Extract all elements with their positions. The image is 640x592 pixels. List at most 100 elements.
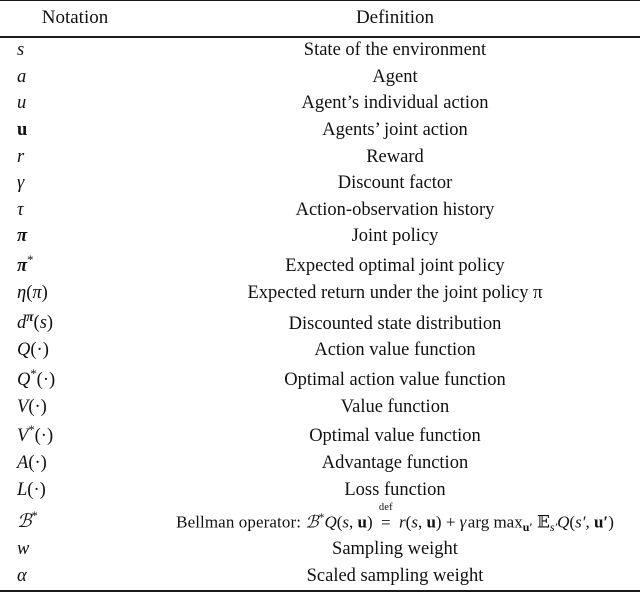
notation-symbol-q-star: Q*(·) [0,365,150,395]
column-header-notation: Notation [41,7,109,28]
notation-symbol-s: s [0,38,150,65]
definition-text: Sampling weight [332,539,458,560]
star-superscript: * [28,423,35,438]
table-row: Q(·) Action value function [0,338,640,365]
table-row: γ Discount factor [0,171,640,198]
cdot-icon: · [33,479,40,500]
comma: , [349,512,358,532]
symbol-A: A [17,452,29,473]
symbol-s-prime: s′ [575,512,586,532]
comma: , [585,512,594,532]
definition-text: Action value function [314,340,476,361]
definition-text: Value function [340,396,450,417]
paren-open: ( [26,282,33,303]
def-label: def [378,502,393,514]
table-row: Q*(·) Optimal action value function [0,365,640,395]
definition-text: Expected optimal joint policy [285,256,505,277]
paren-close: ) [49,369,56,390]
cdot-icon: · [34,452,41,473]
def-equals-operator: def= [377,502,395,533]
symbol-L: L [17,479,28,500]
symbol-eta: η [17,282,27,303]
definition-text: Agent’s individual action [301,93,489,114]
paren-open: ( [405,512,412,532]
definition-text: Discounted state distribution [288,313,502,334]
expectation-symbol: 𝔼 [536,512,550,533]
cdot-icon: · [42,369,50,390]
definition-text: Discount factor [337,173,453,194]
symbol-a: a [17,66,27,87]
paren-open: ( [336,512,343,532]
notation-symbol-a-func: A(·) [0,451,150,478]
definition-text: Expected return under the joint policy π [247,282,543,303]
notation-symbol-v: V(·) [0,394,150,421]
notation-symbol-q: Q(·) [0,338,150,365]
definition-text: Loss function [344,479,446,500]
symbol-r: r [17,146,25,167]
symbol-u: u [17,93,27,114]
definition-text: State of the environment [303,40,487,61]
cdot-icon: · [40,426,47,447]
notation-symbol-eta-pi: η(π) [0,281,150,308]
table-rule-top [0,0,640,1]
notation-symbol-u: u [0,91,150,118]
table-row: s State of the environment [0,38,640,65]
cdot-icon: · [34,396,41,417]
cdot-icon: · [36,340,43,361]
symbol-pi: π [32,282,42,303]
definition-text: Optimal action value function [284,369,506,390]
paren-open: ( [569,512,576,532]
paren-open: ( [27,479,34,500]
paren-close: ) [40,396,47,417]
comma: , [417,512,427,532]
symbol-d: d [17,313,27,334]
paren-close: ) [367,512,373,532]
table-row: r Reward [0,144,640,171]
paren-close: ) [40,452,47,473]
symbol-alpha: α [17,565,27,586]
table-row: η(π) Expected return under the joint pol… [0,281,640,308]
star-superscript: * [27,253,34,267]
paren-close: ) [39,479,46,500]
table-row: π Joint policy [0,224,640,251]
table-header: Notation Definition [0,0,640,39]
table-row: u Agents’ joint action [0,118,640,145]
symbol-w: w [17,539,30,560]
symbol-pi-bold: π [17,256,28,277]
table-row: ℬ* Bellman operator: ℬ*Q(s, u) def= r(s,… [0,502,640,537]
table-row: τ Action-observation history [0,198,640,225]
symbol-pi-bold: π [17,226,28,247]
definition-text: Joint policy [351,226,439,247]
table-row: V(·) Value function [0,394,640,421]
definition-bellman-formula: Bellman operator: ℬ*Q(s, u) def= r(s, u)… [150,502,640,537]
notation-symbol-gamma: γ [0,171,150,198]
table-row: A(·) Advantage function [0,451,640,478]
table-row: u Agent’s individual action [0,91,640,118]
table-row: L(·) Loss function [0,477,640,504]
definition-text: Scaled sampling weight [306,565,484,586]
paren-close: ) [46,313,54,334]
table-body: s State of the environment a Agent u Age… [0,38,640,592]
notation-symbol-pi-bold: π [0,224,150,251]
paren-open: ( [36,369,43,390]
definition-text: Agents’ joint action [322,119,468,140]
paren-open: ( [28,452,35,473]
column-header-definition: Definition [355,7,435,28]
star-superscript: * [31,509,38,524]
symbol-Q: Q [324,512,337,532]
paren-close: ) [608,512,614,532]
star-superscript: * [318,510,325,524]
symbol-Q: Q [557,512,570,532]
notation-symbol-a: a [0,65,150,92]
notation-symbol-d-pi-s: dπ(s) [0,307,150,338]
symbol-s: s [411,512,418,532]
paren-close: ) [46,426,54,447]
symbol-u-bold: u [357,512,367,532]
symbol-cal-B: ℬ [305,512,319,533]
notation-symbol-bellman: ℬ* [0,504,150,537]
symbol-r: r [399,512,406,532]
notation-symbol-w: w [0,537,150,564]
symbol-tau: τ [17,199,24,220]
definition-text: Reward [366,146,424,167]
